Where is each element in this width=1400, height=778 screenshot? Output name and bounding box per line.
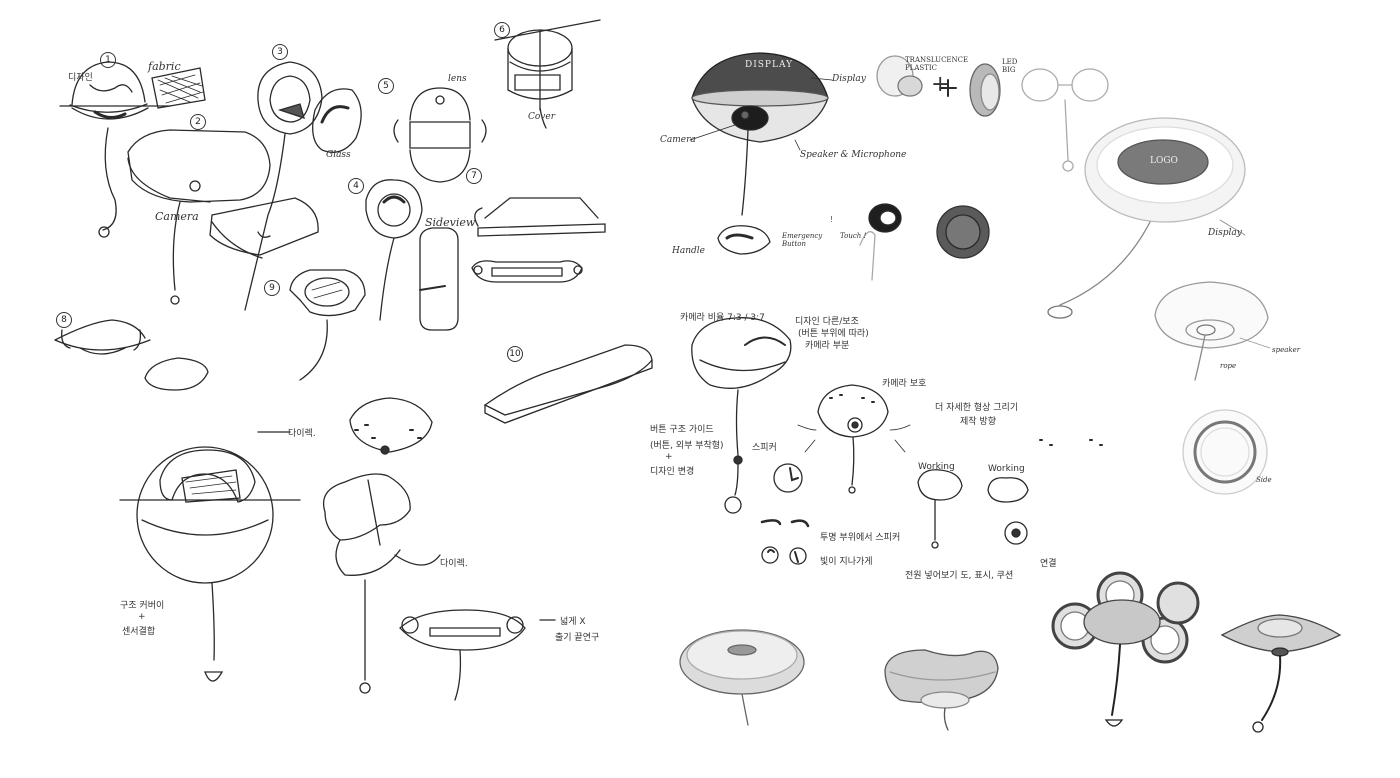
label-ko-a: 카메라 비율 7:3 / 3:7 <box>680 313 765 323</box>
label-ko-2: 구조 커버이 <box>120 601 165 611</box>
label-ko-8: 출기 끝연구 <box>555 633 600 643</box>
sketch-dome-fabric <box>59 61 206 238</box>
label-ko-3: + <box>138 612 146 622</box>
label-camera-box: Camera <box>155 210 199 223</box>
render-bottom-blob <box>884 649 999 731</box>
sketch-small-marks <box>760 519 810 565</box>
sketch-side-ring <box>1182 409 1268 495</box>
label-ko-f: (버튼, 외부 부착형) <box>650 441 724 451</box>
label-ko-n: Working <box>988 464 1025 474</box>
label-ko-6: 다이렉. <box>440 559 468 569</box>
label-speaker: speaker <box>1272 346 1301 354</box>
label-translucence: TRANSLUCENCE PLASTIC <box>905 56 969 72</box>
sketch-number-10: 10 <box>507 346 523 362</box>
label-ko-k: 더 자세한 형상 그리기 <box>935 403 1019 413</box>
sketch-speaker-disc <box>1154 281 1271 381</box>
sketch-speaker-blob <box>322 397 441 694</box>
sketch-sphere <box>119 431 301 682</box>
sketch-blob-dome <box>691 317 803 514</box>
label-speaker-mic: Speaker & Microphone <box>800 150 907 160</box>
label-handle: Handle <box>672 246 705 256</box>
label-ko-1: 디자인 <box>68 73 93 83</box>
sketch-number-3: 3 <box>272 44 288 60</box>
sketch-lens-speaker <box>289 87 487 381</box>
label-ko-g: + <box>665 452 673 462</box>
label-ko-4: 센서결합 <box>122 627 156 637</box>
label-ko-b: 디자인 다른/보조 <box>795 317 859 327</box>
label-cover: Cover <box>528 112 556 122</box>
label-ko-p: 연결 <box>1040 559 1057 569</box>
sketch-curved-panel <box>483 344 653 424</box>
sketch-number-6: 6 <box>494 22 510 38</box>
label-display-2: Display <box>1208 228 1242 238</box>
label-ko-h: 디자인 변경 <box>650 467 695 477</box>
sketch-hex-ring <box>399 609 556 701</box>
label-ko-o: 전원 넣어보기 도, 표시, 쿠션 <box>905 571 1014 581</box>
sketch-number-2: 2 <box>190 114 206 130</box>
label-ko-q: 투명 부위에서 스피커 <box>820 533 901 543</box>
svg-text:!: ! <box>830 215 833 224</box>
label-plus: + <box>931 72 950 97</box>
sketch-number-5: 5 <box>378 78 394 94</box>
sketch-display-dome <box>689 52 833 255</box>
label-sideview: Sideview <box>425 216 476 229</box>
label-display-dome: DISPLAY <box>745 60 794 70</box>
label-logo: LOGO <box>1150 156 1178 166</box>
render-bottom-flower <box>1051 571 1200 727</box>
label-fabric: fabric <box>148 60 181 73</box>
sketch-logo-donut <box>1047 117 1246 319</box>
sketch-number-1: 1 <box>100 52 116 68</box>
label-touch: Touch ! <box>840 232 867 240</box>
sketch-sideview-bar <box>419 197 606 331</box>
sketch-cylinder-right <box>494 19 601 129</box>
label-side: Side <box>1256 476 1272 484</box>
sketch-number-7: 7 <box>466 168 482 184</box>
sketch-ring-button: ! <box>830 203 990 281</box>
label-ko-d: 카메라 부분 <box>805 341 850 351</box>
render-bottom-saucer <box>1220 614 1342 733</box>
sketch-number-4: 4 <box>348 178 364 194</box>
sketch-mic-dome <box>797 384 911 494</box>
sketch-saucer-small <box>54 319 209 391</box>
label-ko-i: 스피커 <box>752 443 777 453</box>
label-ko-7: 넓게 X <box>560 617 586 627</box>
label-camera: Camera <box>660 135 696 145</box>
label-glass: Glass <box>326 150 351 160</box>
label-led: LED BIG <box>1002 58 1018 74</box>
sketch-renders-top <box>876 55 1109 172</box>
sketch-number-8: 8 <box>56 312 72 328</box>
label-display-1: Display <box>832 74 866 84</box>
label-ko-r: 빛이 지나가게 <box>820 557 873 567</box>
label-lens: lens <box>448 74 467 84</box>
render-bottom-disc <box>679 629 805 726</box>
label-ko-j: 카메라 보호 <box>882 379 927 389</box>
label-ko-m: Working <box>918 462 955 472</box>
label-ko-e: 버튼 구조 가이드 <box>650 425 714 435</box>
sketch-working-blobs <box>917 439 1103 549</box>
sketch-ring-glass <box>244 61 362 311</box>
label-ko-l: 제작 방향 <box>960 417 996 427</box>
label-ko-c: (버튼 부위에 따라) <box>798 329 869 339</box>
sketch-number-9: 9 <box>264 280 280 296</box>
label-rope: rope <box>1220 362 1237 370</box>
label-emergency: Emergency Button <box>782 232 823 248</box>
label-ko-5: 다이렉. <box>288 429 316 439</box>
